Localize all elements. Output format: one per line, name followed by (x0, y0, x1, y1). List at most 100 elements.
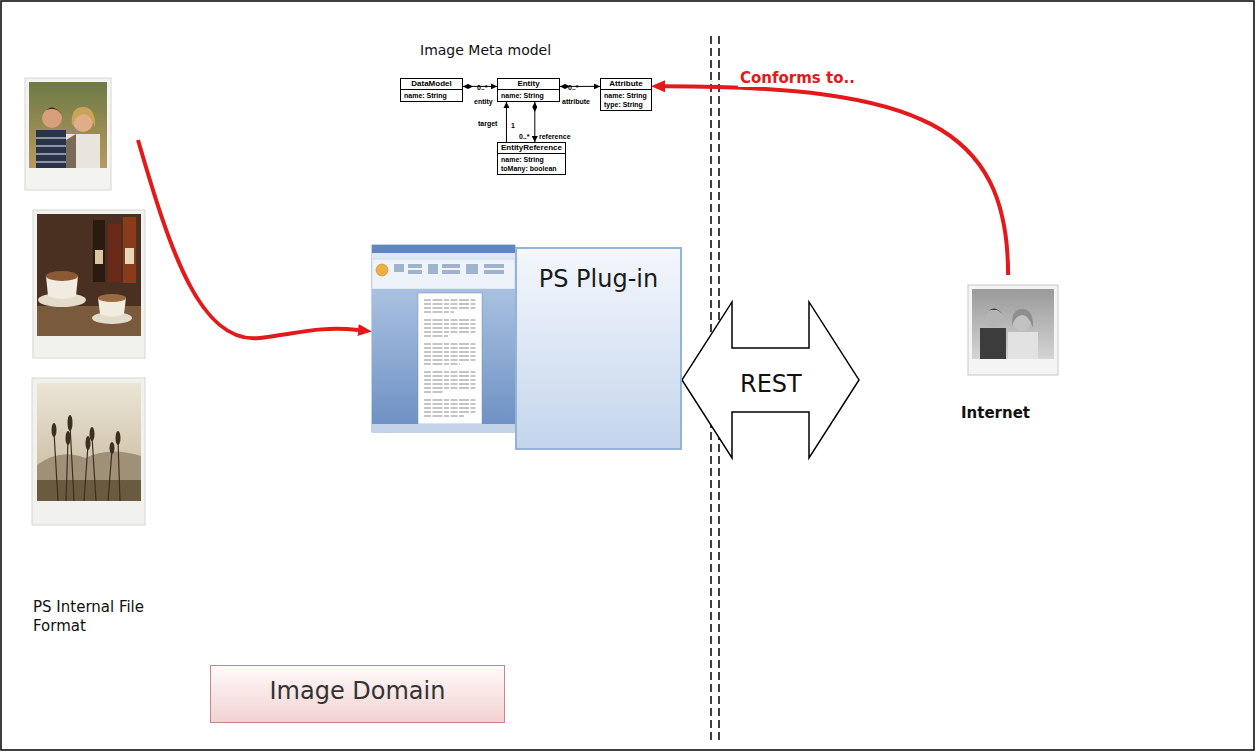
photo-grayscale (985, 309, 1003, 316)
label-pin: Image Meta model (420, 40, 551, 59)
photo-landscape (54, 425, 120, 501)
word-window (394, 264, 504, 274)
rest-arrow (682, 302, 859, 458)
role-name: reference (539, 132, 571, 141)
label-pin: REST (738, 370, 804, 398)
cloud-label: Internet (961, 404, 1030, 422)
photo-coffee (37, 214, 141, 336)
label-pin: 0..* (519, 124, 530, 143)
photo-couple (25, 78, 111, 190)
label-pin: target (478, 111, 497, 130)
flow-arrow (138, 140, 358, 338)
word-window (372, 424, 515, 432)
photo-grayscale (985, 309, 1003, 327)
association-line (534, 102, 535, 142)
caption-text: PS Internal File Format (33, 598, 148, 636)
photo-couple (66, 134, 100, 168)
class-name: Attribute (601, 79, 651, 90)
photo-couple (36, 138, 66, 162)
attribute-text: name: String (401, 90, 462, 101)
multiplicity: 1 (511, 121, 515, 130)
photo-landscape (32, 378, 145, 525)
photo-landscape (37, 383, 141, 501)
photo-coffee (98, 294, 126, 302)
word-window (376, 264, 388, 276)
photo-coffee (37, 306, 141, 336)
word-window (372, 253, 515, 259)
photo-landscape (66, 431, 71, 445)
cloud-shape (864, 280, 1101, 451)
domain-label: Image Domain (270, 666, 446, 716)
word-window (372, 245, 515, 432)
photo-grayscale (1012, 309, 1033, 328)
photo-landscape (116, 431, 121, 445)
plugin-label: PS Plug-in (539, 265, 658, 293)
photo-couple (36, 130, 66, 168)
word-window (372, 245, 515, 432)
photo-landscape (90, 427, 95, 441)
photo-grayscale (1008, 332, 1038, 359)
photo-couple (25, 78, 111, 190)
role-name: attribute (562, 97, 590, 106)
class-box: EntityReferencename: StringtoMany: boole… (497, 142, 566, 175)
photo-couple (66, 134, 76, 168)
word-window (418, 293, 482, 424)
word-window (372, 259, 515, 289)
multiplicity: 0..* (519, 132, 530, 141)
class-box: Entityname: String (497, 78, 560, 102)
photo-couple (72, 107, 95, 128)
photo-landscape (52, 423, 57, 437)
label-pin: entity (474, 89, 493, 108)
class-box: DataModelname: String (400, 78, 463, 102)
connector-label: REST (738, 370, 804, 398)
photo-landscape (37, 480, 141, 501)
plugin-box: PS Plug-in (515, 247, 682, 450)
connector-label: Conforms to.. (738, 69, 857, 87)
class-name: EntityReference (498, 143, 565, 154)
photo-couple (29, 82, 107, 168)
multiplicity: 0..* (477, 83, 488, 92)
photo-coffee (33, 210, 145, 358)
photo-coffee (123, 217, 136, 283)
label-pin: 0..* (568, 75, 579, 94)
photo-landscape (68, 415, 73, 431)
attribute-text: toMany: boolean (498, 164, 565, 174)
attribute-text: name: String (601, 90, 651, 100)
label-pin: 1 (511, 113, 515, 132)
photo-landscape (37, 451, 141, 501)
domain-box: Image Domain (210, 665, 505, 723)
cloud-shape (850, 255, 1105, 458)
photo-landscape (86, 436, 91, 450)
photo-coffee (46, 271, 78, 281)
attribute-text: type: String (601, 100, 651, 110)
photo-grayscale (968, 285, 1058, 375)
role-name: entity (474, 97, 493, 106)
attribute-text: name: String (498, 154, 565, 164)
label-pin: 0..* (477, 75, 488, 94)
attribute-text: name: String (498, 90, 559, 101)
photo-couple (42, 108, 62, 116)
photo-couple (42, 108, 62, 128)
photo-coffee (33, 210, 145, 358)
association-line (506, 102, 507, 142)
photo-landscape (110, 442, 115, 454)
word-window (372, 289, 515, 424)
class-box: Attributename: Stringtype: String (600, 78, 652, 111)
section-title: Image Meta model (420, 41, 551, 59)
label-pin: reference (539, 124, 571, 143)
word-window (424, 300, 476, 416)
photo-coffee (125, 248, 134, 264)
conforms-arrow (665, 86, 1008, 275)
photo-grayscale (980, 328, 1006, 359)
multiplicity: 0..* (568, 83, 579, 92)
internet-cloud: Internet (850, 255, 1105, 458)
photo-landscape (32, 378, 145, 525)
photo-grayscale (972, 289, 1054, 359)
photo-coffee (93, 220, 105, 282)
label-pin: attribute (562, 89, 590, 108)
photo-coffee (95, 250, 103, 264)
photo-coffee (108, 224, 121, 282)
